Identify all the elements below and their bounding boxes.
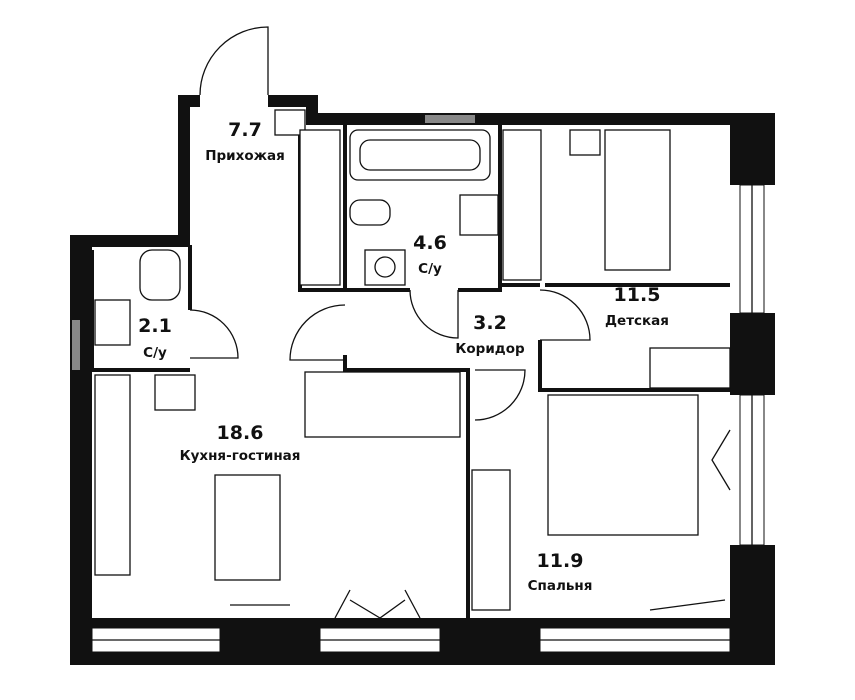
svg-text:2.1: 2.1 xyxy=(138,315,172,337)
windows xyxy=(91,184,765,653)
doors xyxy=(189,289,731,619)
room-label-bath-main: 4.6 С/у xyxy=(413,232,447,277)
furniture xyxy=(94,109,731,611)
svg-text:Кухня-гостиная: Кухня-гостиная xyxy=(180,448,301,464)
room-label-bedroom: 11.9 Спальня xyxy=(528,550,593,594)
svg-text:Прихожая: Прихожая xyxy=(205,148,285,164)
sink-small xyxy=(94,299,131,346)
toilet-icon xyxy=(349,199,391,226)
wardrobe-hall xyxy=(299,129,341,286)
room-label-kids: 11.5 Детская xyxy=(605,284,669,329)
svg-text:11.5: 11.5 xyxy=(614,284,661,306)
svg-text:Спальня: Спальня xyxy=(528,578,593,594)
room-label-living: 18.6 Кухня-гостиная xyxy=(180,422,301,464)
hob xyxy=(154,374,196,411)
svg-text:Детская: Детская xyxy=(605,313,669,329)
wardrobe-kids xyxy=(502,129,542,281)
dining-table xyxy=(214,474,281,581)
room-label-corridor: 3.2 Коридор xyxy=(455,312,525,357)
bed-main xyxy=(547,394,699,536)
svg-text:С/у: С/у xyxy=(143,345,167,361)
sink-icon xyxy=(459,194,499,236)
svg-text:3.2: 3.2 xyxy=(473,312,507,334)
svg-text:18.6: 18.6 xyxy=(217,422,264,444)
outer-walls xyxy=(70,95,775,665)
toilet-small xyxy=(139,249,181,301)
desk-icon xyxy=(649,347,731,389)
washer-icon xyxy=(364,249,406,286)
kitchen-counter xyxy=(94,374,131,576)
svg-text:11.9: 11.9 xyxy=(537,550,584,572)
room-label-bath-small: 2.1 С/у xyxy=(138,315,172,361)
bed-kids xyxy=(604,129,671,271)
room-label-hall: 7.7 Прихожая xyxy=(205,119,285,164)
svg-text:С/у: С/у xyxy=(418,261,442,277)
svg-text:7.7: 7.7 xyxy=(228,119,262,141)
svg-text:4.6: 4.6 xyxy=(413,232,447,254)
wardrobe-bedroom xyxy=(471,469,511,611)
entry-door xyxy=(199,26,269,96)
svg-text:Коридор: Коридор xyxy=(455,341,525,357)
bathtub-icon xyxy=(349,129,491,181)
sofa-icon xyxy=(304,371,461,438)
